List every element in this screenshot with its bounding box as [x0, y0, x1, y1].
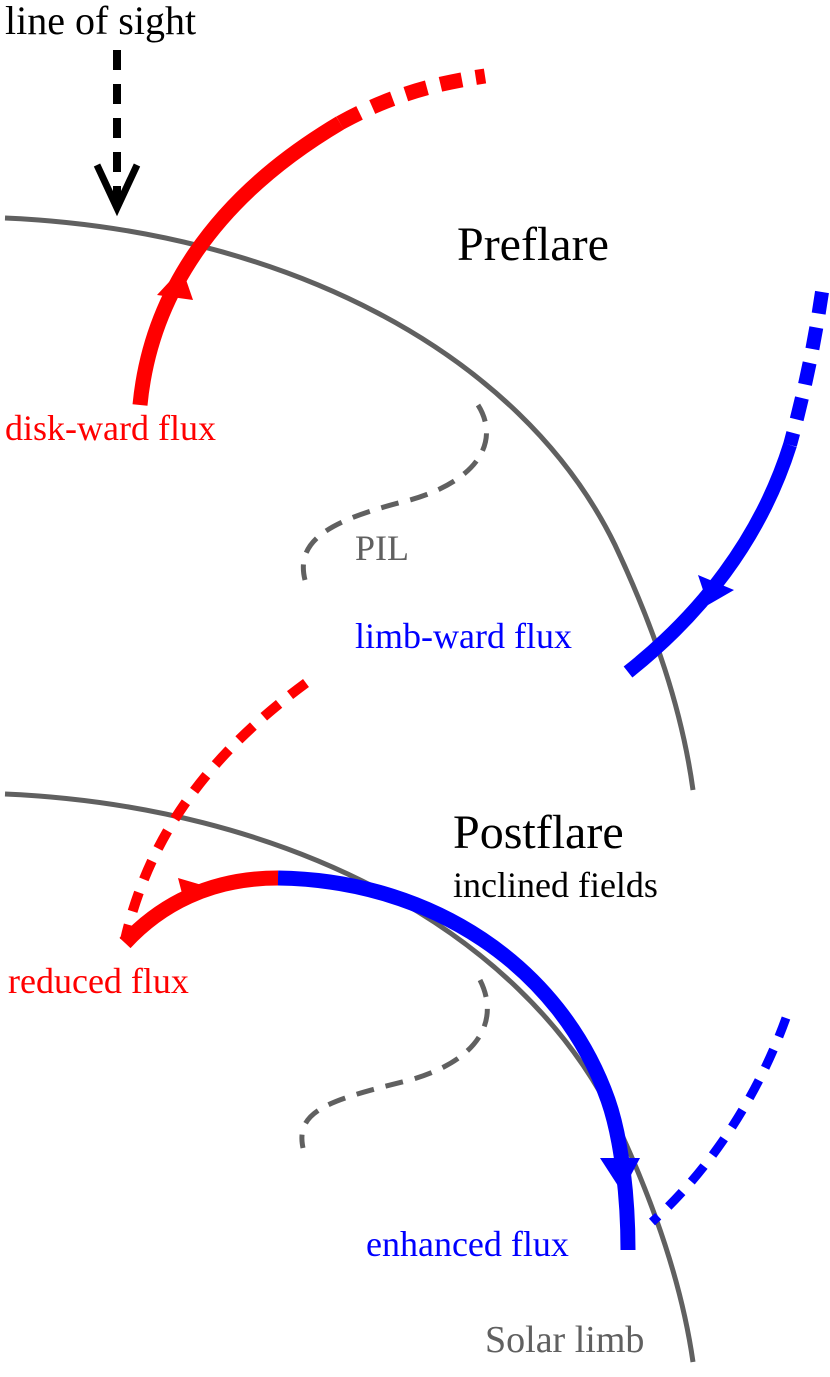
solar-limb-label: Solar limb	[485, 1319, 644, 1361]
diskward-arrowhead	[157, 268, 193, 300]
reduced-flux-line	[119, 678, 309, 949]
pil-top-line	[300, 403, 489, 581]
postflare-title: Postflare	[453, 806, 624, 859]
line-of-sight-label: line of sight	[5, 0, 196, 43]
pil-bottom-line	[299, 978, 490, 1149]
line-of-sight-arrow	[93, 50, 141, 217]
enhanced-flux-line	[277, 870, 791, 1251]
limbward-flux-line	[623, 290, 829, 678]
enhanced-arrowhead	[600, 1158, 640, 1192]
reduced-flux-label: reduced flux	[8, 961, 189, 1001]
limbward-arrowhead	[698, 575, 734, 605]
solar-limb-top	[4, 215, 696, 791]
diskward-flux-line	[132, 68, 487, 406]
preflare-title: Preflare	[457, 218, 609, 271]
solar-limb-bottom	[4, 791, 696, 1363]
pil-top-label: PIL	[355, 528, 409, 568]
inclined-fields-label: inclined fields	[453, 865, 658, 905]
reduced-arrowhead	[178, 878, 212, 905]
enhanced-flux-label: enhanced flux	[366, 1224, 569, 1264]
limbward-flux-label: limb-ward flux	[355, 616, 572, 656]
diskward-flux-label: disk-ward flux	[5, 408, 216, 448]
